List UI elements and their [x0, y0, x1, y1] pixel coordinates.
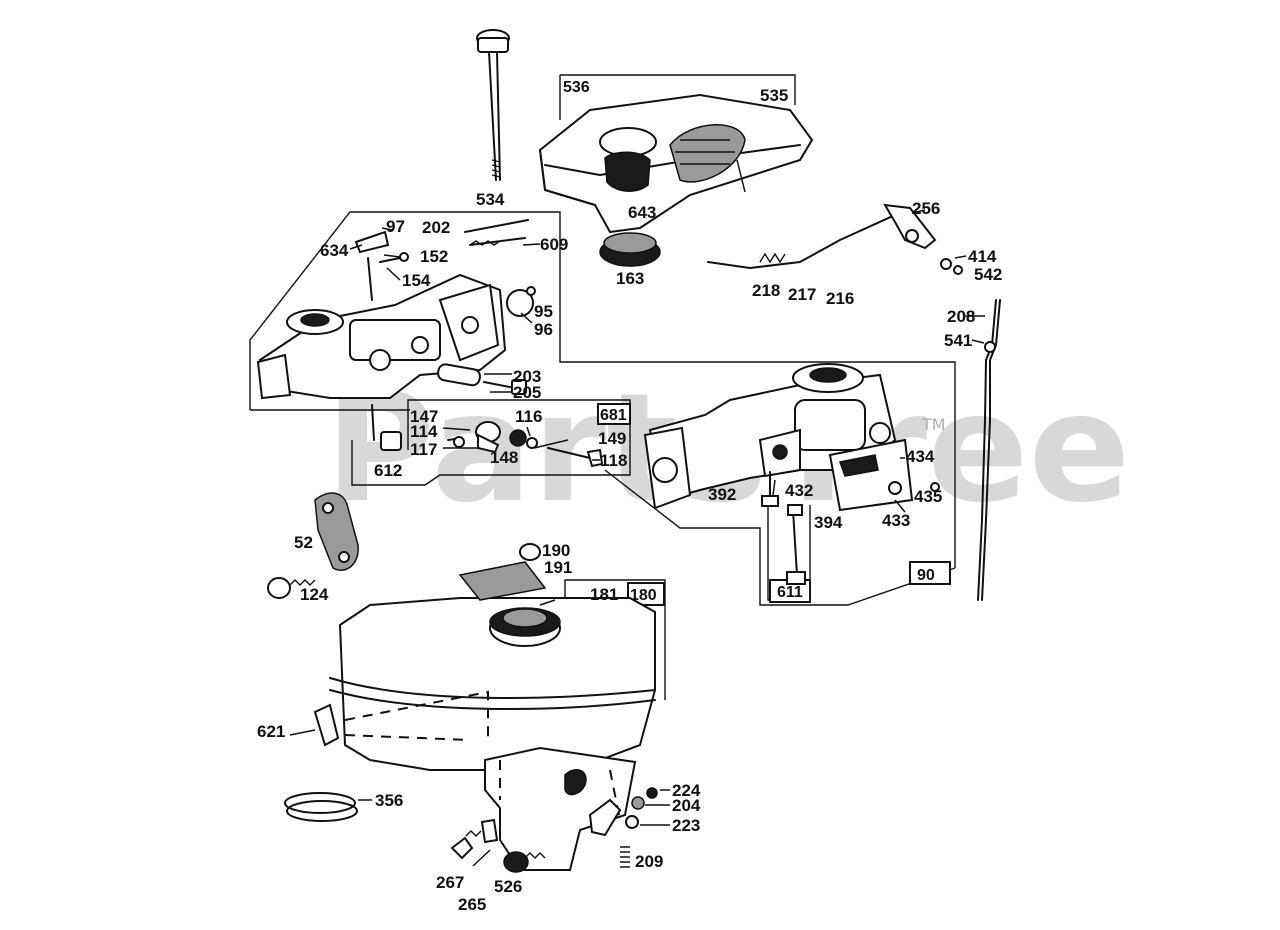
label-634: 634: [320, 241, 349, 260]
label-611: 611: [777, 584, 803, 601]
label-224: 224: [672, 781, 701, 800]
label-204: 204: [672, 796, 701, 815]
label-149: 149: [598, 429, 626, 448]
label-114: 114: [410, 422, 438, 441]
label-609: 609: [540, 235, 568, 254]
label-535: 535: [760, 86, 788, 105]
part-208-rod: [977, 299, 1001, 601]
label-97: 97: [386, 217, 405, 236]
label-154: 154: [402, 271, 431, 290]
part-small-hardware: [284, 703, 658, 873]
label-116: 116: [515, 407, 542, 426]
part-681-kit: [351, 399, 631, 486]
part-90-carburetor-right: [604, 363, 956, 606]
label-205: 205: [513, 383, 541, 402]
label-541: 541: [944, 331, 972, 350]
label-536: 536: [563, 79, 590, 96]
label-432: 432: [785, 481, 813, 500]
label-217: 217: [788, 285, 816, 304]
label-681: 681: [600, 407, 627, 424]
label-208: 208: [947, 307, 975, 326]
label-117: 117: [410, 440, 437, 459]
label-265: 265: [458, 895, 486, 914]
label-534: 534: [476, 190, 505, 209]
label-95: 95: [534, 302, 553, 321]
label-163: 163: [616, 269, 644, 288]
label-392: 392: [708, 485, 736, 504]
label-542: 542: [974, 265, 1002, 284]
label-148: 148: [490, 448, 518, 467]
part-536-air-cleaner: [538, 74, 814, 267]
label-202: 202: [422, 218, 450, 237]
label-209: 209: [635, 852, 663, 871]
leader-lines: [289, 159, 985, 867]
part-534-rod: [476, 29, 510, 181]
label-621: 621: [257, 722, 285, 741]
label-526: 526: [494, 877, 522, 896]
label-435: 435: [914, 487, 942, 506]
part-180-fuel-tank: [329, 543, 666, 871]
part-carburetor-left: [249, 211, 956, 568]
label-96: 96: [534, 320, 553, 339]
label-643: 643: [628, 203, 656, 222]
label-434: 434: [906, 447, 935, 466]
label-90: 90: [917, 567, 935, 584]
label-414: 414: [968, 247, 997, 266]
label-223: 223: [672, 816, 700, 835]
label-191: 191: [544, 558, 572, 577]
label-267: 267: [436, 873, 464, 892]
label-180: 180: [630, 587, 657, 604]
label-118: 118: [600, 451, 627, 470]
label-124: 124: [300, 585, 329, 604]
part-labels: 534 536 535 643 163 256 414 542 218 217 …: [257, 79, 1002, 914]
label-612: 612: [374, 461, 402, 480]
label-52: 52: [294, 533, 313, 552]
label-152: 152: [420, 247, 448, 266]
label-256: 256: [912, 199, 940, 218]
label-181: 181: [590, 585, 618, 604]
label-203: 203: [513, 367, 541, 386]
label-218: 218: [752, 281, 780, 300]
watermark-trademark: TM: [921, 415, 946, 434]
label-216: 216: [826, 289, 854, 308]
label-356: 356: [375, 791, 403, 810]
label-147: 147: [410, 407, 438, 426]
part-216-linkage: [707, 203, 963, 275]
label-394: 394: [814, 513, 843, 532]
label-433: 433: [882, 511, 910, 530]
label-190: 190: [542, 541, 570, 560]
part-52-gasket: [267, 492, 359, 599]
